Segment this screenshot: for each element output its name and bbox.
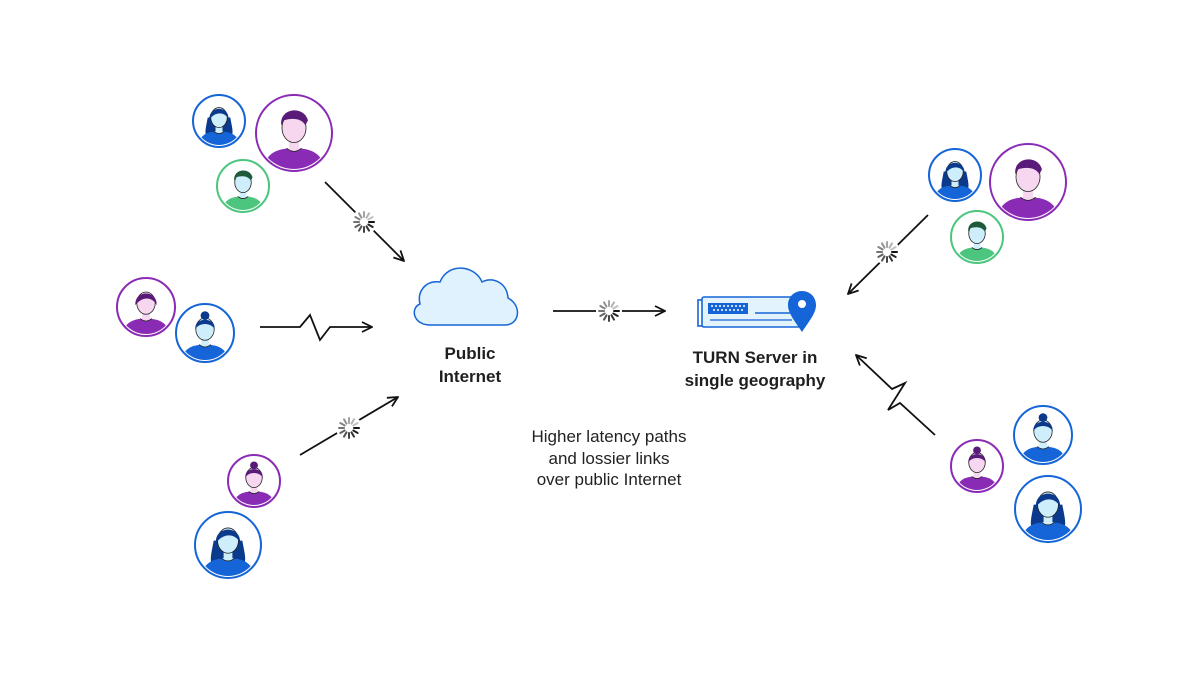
user-avatar-icon [194,511,262,579]
latency-note-line-2: and lossier links [548,448,670,468]
user-avatar-icon [255,94,333,172]
loading-spinners [336,209,900,441]
user-avatar-icon [950,210,1004,264]
public-internet-label: Public Internet [400,342,540,388]
user-avatar-icon [192,94,246,148]
user-avatar-icon [1014,475,1082,543]
cloud-icon [413,267,519,326]
turn-server-label-line-1: TURN Server in [692,348,818,367]
latency-note: Higher latency paths and lossier links o… [494,426,724,491]
loading-spinner-icon [351,209,377,235]
lightning-link-icon [260,313,372,342]
location-pin-icon [788,291,816,332]
public-internet-label-line-1: Public [444,344,496,363]
user-avatars [116,94,1082,579]
latency-note-line-3: over public Internet [536,470,682,489]
user-avatar-icon [175,303,235,363]
loading-spinner-icon [874,239,900,265]
user-avatar-icon [116,277,176,337]
user-avatar-icon [928,148,982,202]
turn-server-label-line-2: single geography [684,371,826,390]
public-internet-label-line-2: Internet [438,367,502,386]
user-avatar-icon [227,454,281,508]
user-avatar-icon [1013,405,1073,465]
turn-server-label: TURN Server in single geography [660,346,850,392]
lightning-link-icon [856,355,936,436]
user-avatar-icon [989,143,1067,221]
loading-spinner-icon [596,298,622,324]
server-icon [697,296,801,328]
user-avatar-icon [216,159,270,213]
loading-spinner-icon [336,415,362,441]
latency-note-line-1: Higher latency paths [531,427,687,446]
user-avatar-icon [950,439,1004,493]
